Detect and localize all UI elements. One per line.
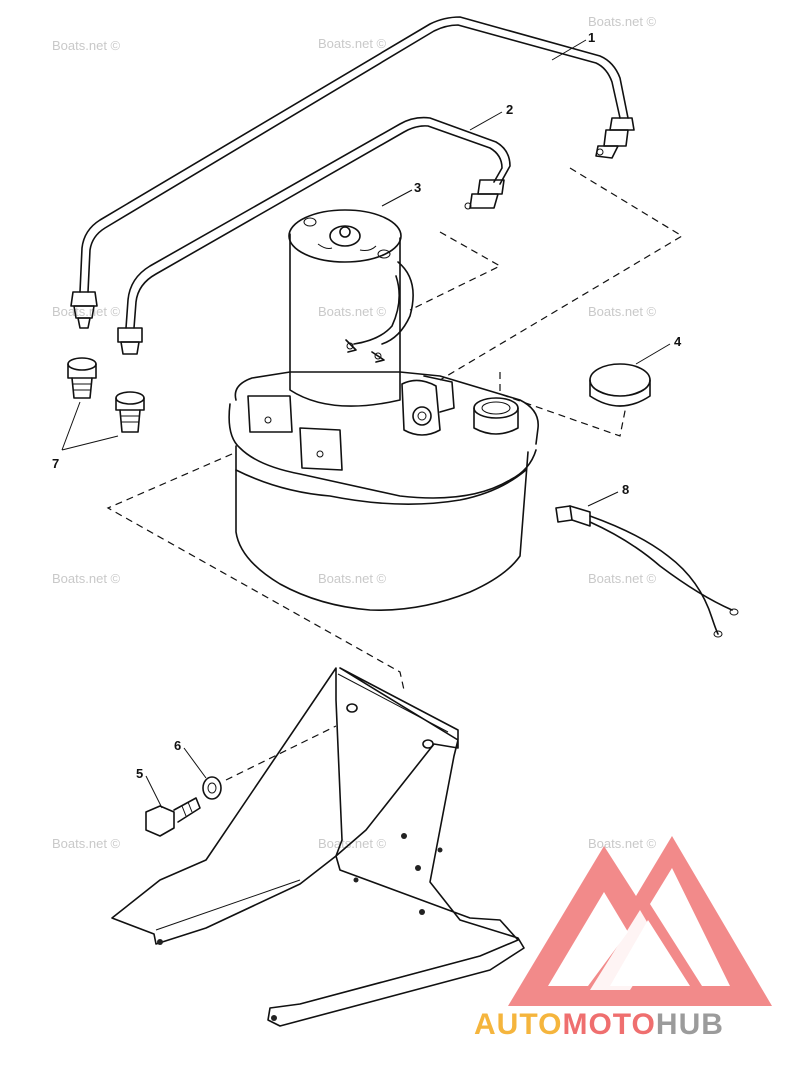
watermark: Boats.net © bbox=[52, 836, 121, 851]
washer bbox=[202, 776, 222, 800]
watermark: Boats.net © bbox=[52, 38, 121, 53]
watermark: Boats.net © bbox=[588, 836, 657, 851]
watermark: Boats.net © bbox=[52, 571, 121, 586]
logo-text: AUTOMOTOHUB bbox=[474, 1008, 724, 1041]
logo-text-moto: MOTO bbox=[562, 1008, 655, 1041]
watermark: Boats.net © bbox=[318, 36, 387, 51]
hydraulic-line-1 bbox=[70, 16, 635, 329]
pump-motor bbox=[288, 209, 414, 407]
assembly-lines bbox=[106, 167, 684, 781]
pressure-switch bbox=[555, 505, 739, 638]
watermark-layer: Boats.net © Boats.net © Boats.net © Boat… bbox=[52, 14, 657, 851]
watermark: Boats.net © bbox=[318, 836, 387, 851]
callout-numbers: 1 2 3 4 5 6 7 8 bbox=[52, 30, 682, 781]
watermark: Boats.net © bbox=[318, 304, 387, 319]
watermark: Boats.net © bbox=[318, 571, 387, 586]
bolt bbox=[145, 797, 201, 837]
logo-text-auto: AUTO bbox=[474, 1008, 562, 1041]
pump-reservoir bbox=[228, 371, 539, 611]
hydraulic-line-2 bbox=[117, 116, 511, 355]
callout-3: 3 bbox=[414, 180, 421, 195]
reservoir-cap bbox=[589, 363, 651, 407]
watermark: Boats.net © bbox=[588, 304, 657, 319]
callout-6: 6 bbox=[174, 738, 181, 753]
watermark: Boats.net © bbox=[588, 571, 657, 586]
callout-4: 4 bbox=[674, 334, 682, 349]
callout-2: 2 bbox=[506, 102, 513, 117]
watermark: Boats.net © bbox=[52, 304, 121, 319]
callout-leaders bbox=[61, 39, 671, 809]
fitting-adapters bbox=[67, 357, 145, 433]
automotohub-logo: AUTOMOTOHUB bbox=[474, 836, 772, 1041]
callout-1: 1 bbox=[588, 30, 595, 45]
logo-text-hub: HUB bbox=[656, 1008, 724, 1041]
watermark: Boats.net © bbox=[588, 14, 657, 29]
mounting-bracket bbox=[111, 667, 525, 1027]
callout-8: 8 bbox=[622, 482, 629, 497]
callout-7: 7 bbox=[52, 456, 59, 471]
callout-5: 5 bbox=[136, 766, 143, 781]
